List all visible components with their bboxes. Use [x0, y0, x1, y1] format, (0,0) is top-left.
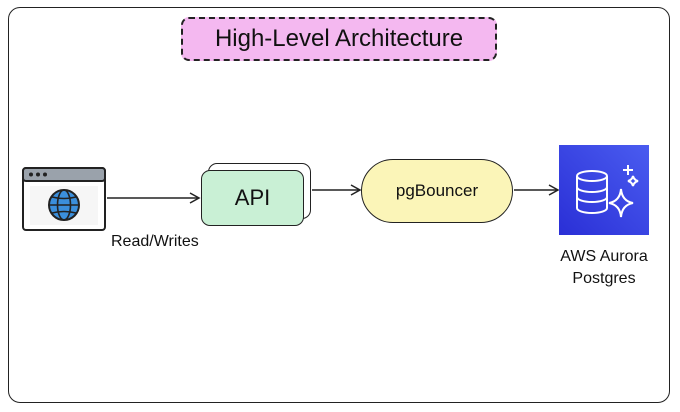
aurora-label-line2: Postgres [572, 270, 636, 287]
api-node-label: API [234, 185, 271, 210]
diagram-title-text: High-Level Architecture [214, 25, 464, 52]
edge-label-read-writes: Read/Writes [111, 233, 199, 250]
api-node: API [201, 170, 304, 226]
aurora-label-line1: AWS Aurora [560, 248, 648, 265]
arrow-api-to-pgbouncer [312, 184, 362, 196]
pgbouncer-node: pgBouncer [361, 159, 513, 223]
arrow-pgbouncer-to-aurora [514, 184, 560, 196]
database-sparkle-icon [559, 145, 649, 235]
pgbouncer-node-label: pgBouncer [395, 181, 479, 200]
aurora-node-label: AWS Aurora Postgres [545, 246, 663, 290]
arrow-browser-to-api [107, 192, 201, 204]
diagram-frame [8, 7, 670, 403]
diagram-title: High-Level Architecture [181, 17, 497, 61]
browser-globe-icon [22, 167, 106, 231]
